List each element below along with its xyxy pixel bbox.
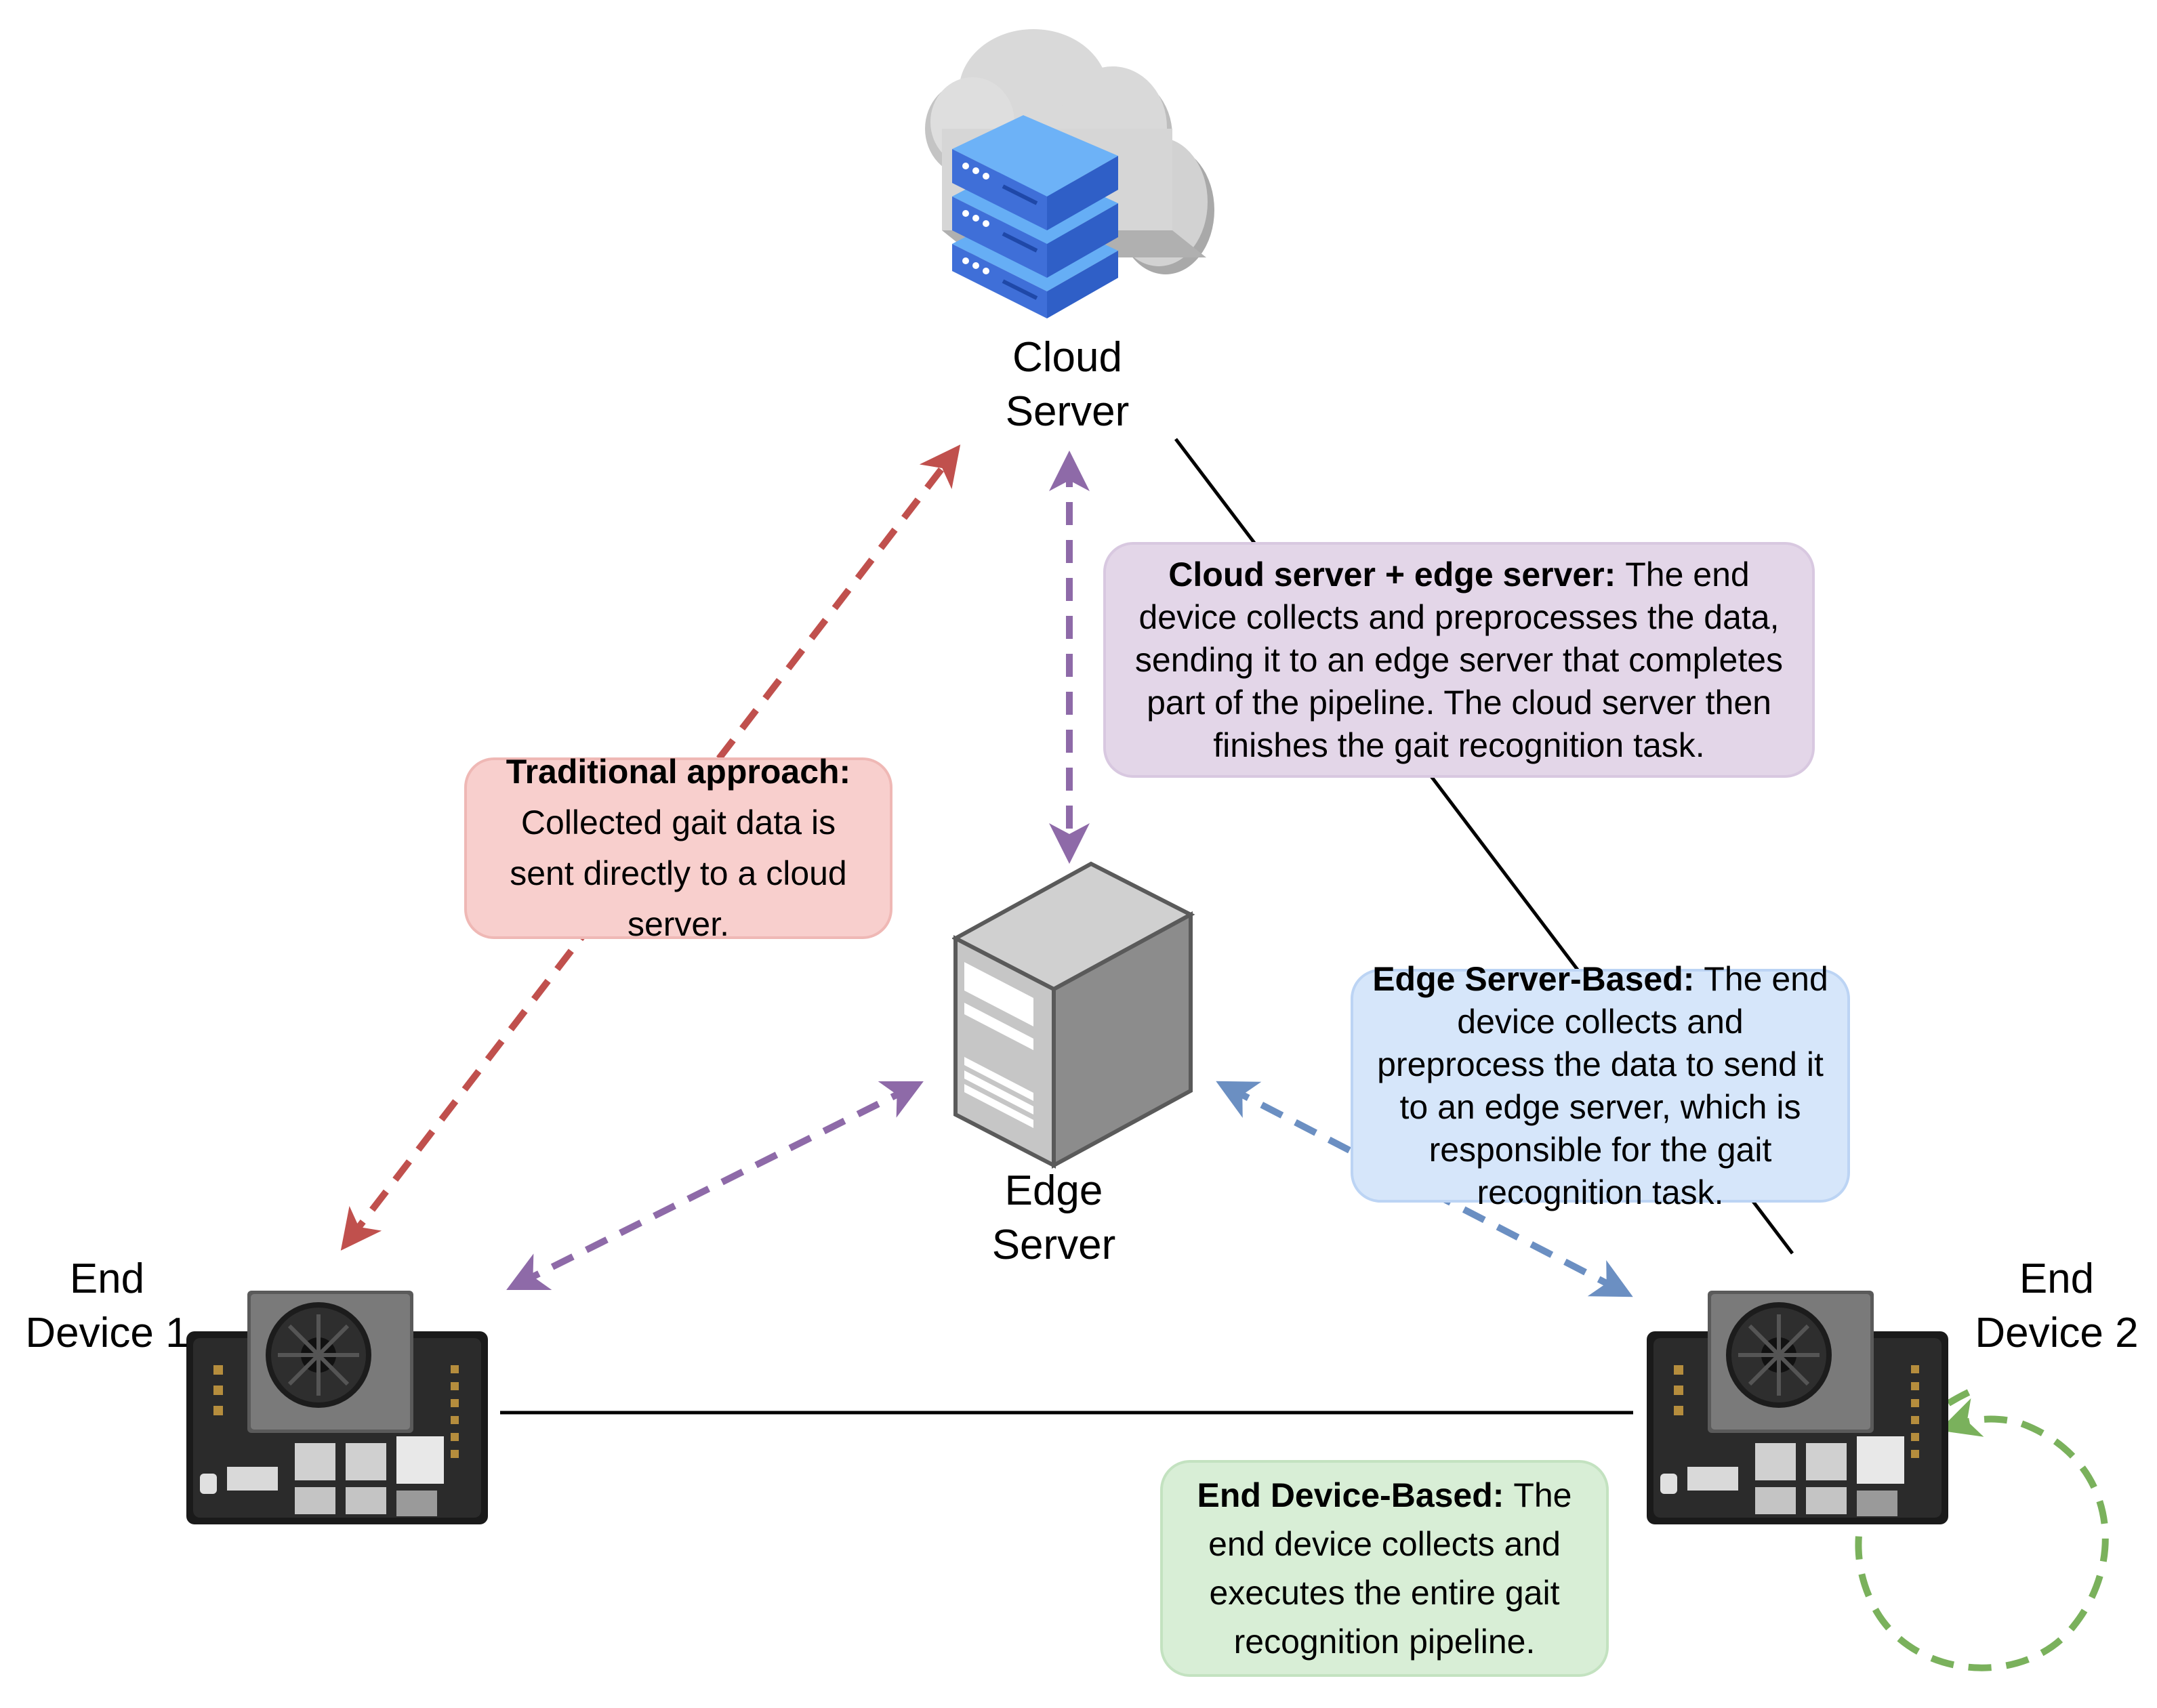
arrow-edge-device1 — [506, 1081, 924, 1290]
end-device-1-label-line1: End — [69, 1255, 145, 1302]
callout-edge-based-title: Edge Server-Based: — [1372, 959, 1704, 998]
callout-edge-based: Edge Server-Based: The end device collec… — [1351, 960, 1850, 1211]
callout-traditional: Traditional approach: Collected gait dat… — [464, 753, 892, 943]
end-device-2-label: End Device 2 — [1962, 1252, 2152, 1360]
callout-traditional-title: Traditional approach: — [506, 753, 851, 791]
callout-end-device-based-body: The end device collects and executes the… — [1208, 1476, 1572, 1661]
edge-server-label: Edge Server — [952, 1164, 1155, 1272]
callout-cloud-edge-body: The end device collects and preprocesses… — [1134, 555, 1784, 764]
callout-end-device-based-title: End Device-Based: — [1197, 1476, 1514, 1514]
cloud-server-label-line1: Cloud — [1012, 334, 1122, 381]
edge-server-label-line2: Server — [991, 1222, 1116, 1268]
callout-end-device-based: End Device-Based: The end device collect… — [1160, 1460, 1609, 1677]
cloud-server-label: Cloud Server — [966, 331, 1169, 439]
callout-traditional-body: Collected gait data is sent directly to … — [510, 804, 847, 943]
end-device-1-label-line2: Device 1 — [25, 1310, 189, 1356]
cloud-server-label-line2: Server — [1005, 388, 1130, 435]
end-device-2-label-line1: End — [2019, 1255, 2095, 1302]
edge-server-label-line1: Edge — [1004, 1167, 1103, 1214]
dev-board-icon — [1647, 1291, 1948, 1524]
cloud-server-icon — [925, 29, 1214, 318]
dev-board-icon — [186, 1291, 488, 1524]
callout-edge-based-body: The end device collects and preprocess t… — [1377, 959, 1828, 1211]
callout-cloud-edge: Cloud server + edge server: The end devi… — [1103, 542, 1815, 778]
callout-cloud-edge-title: Cloud server + edge server: — [1168, 555, 1626, 593]
server-tower-icon — [952, 861, 1195, 1169]
end-device-2-label-line2: Device 2 — [1975, 1310, 2139, 1356]
end-device-1-label: End Device 1 — [12, 1252, 202, 1360]
